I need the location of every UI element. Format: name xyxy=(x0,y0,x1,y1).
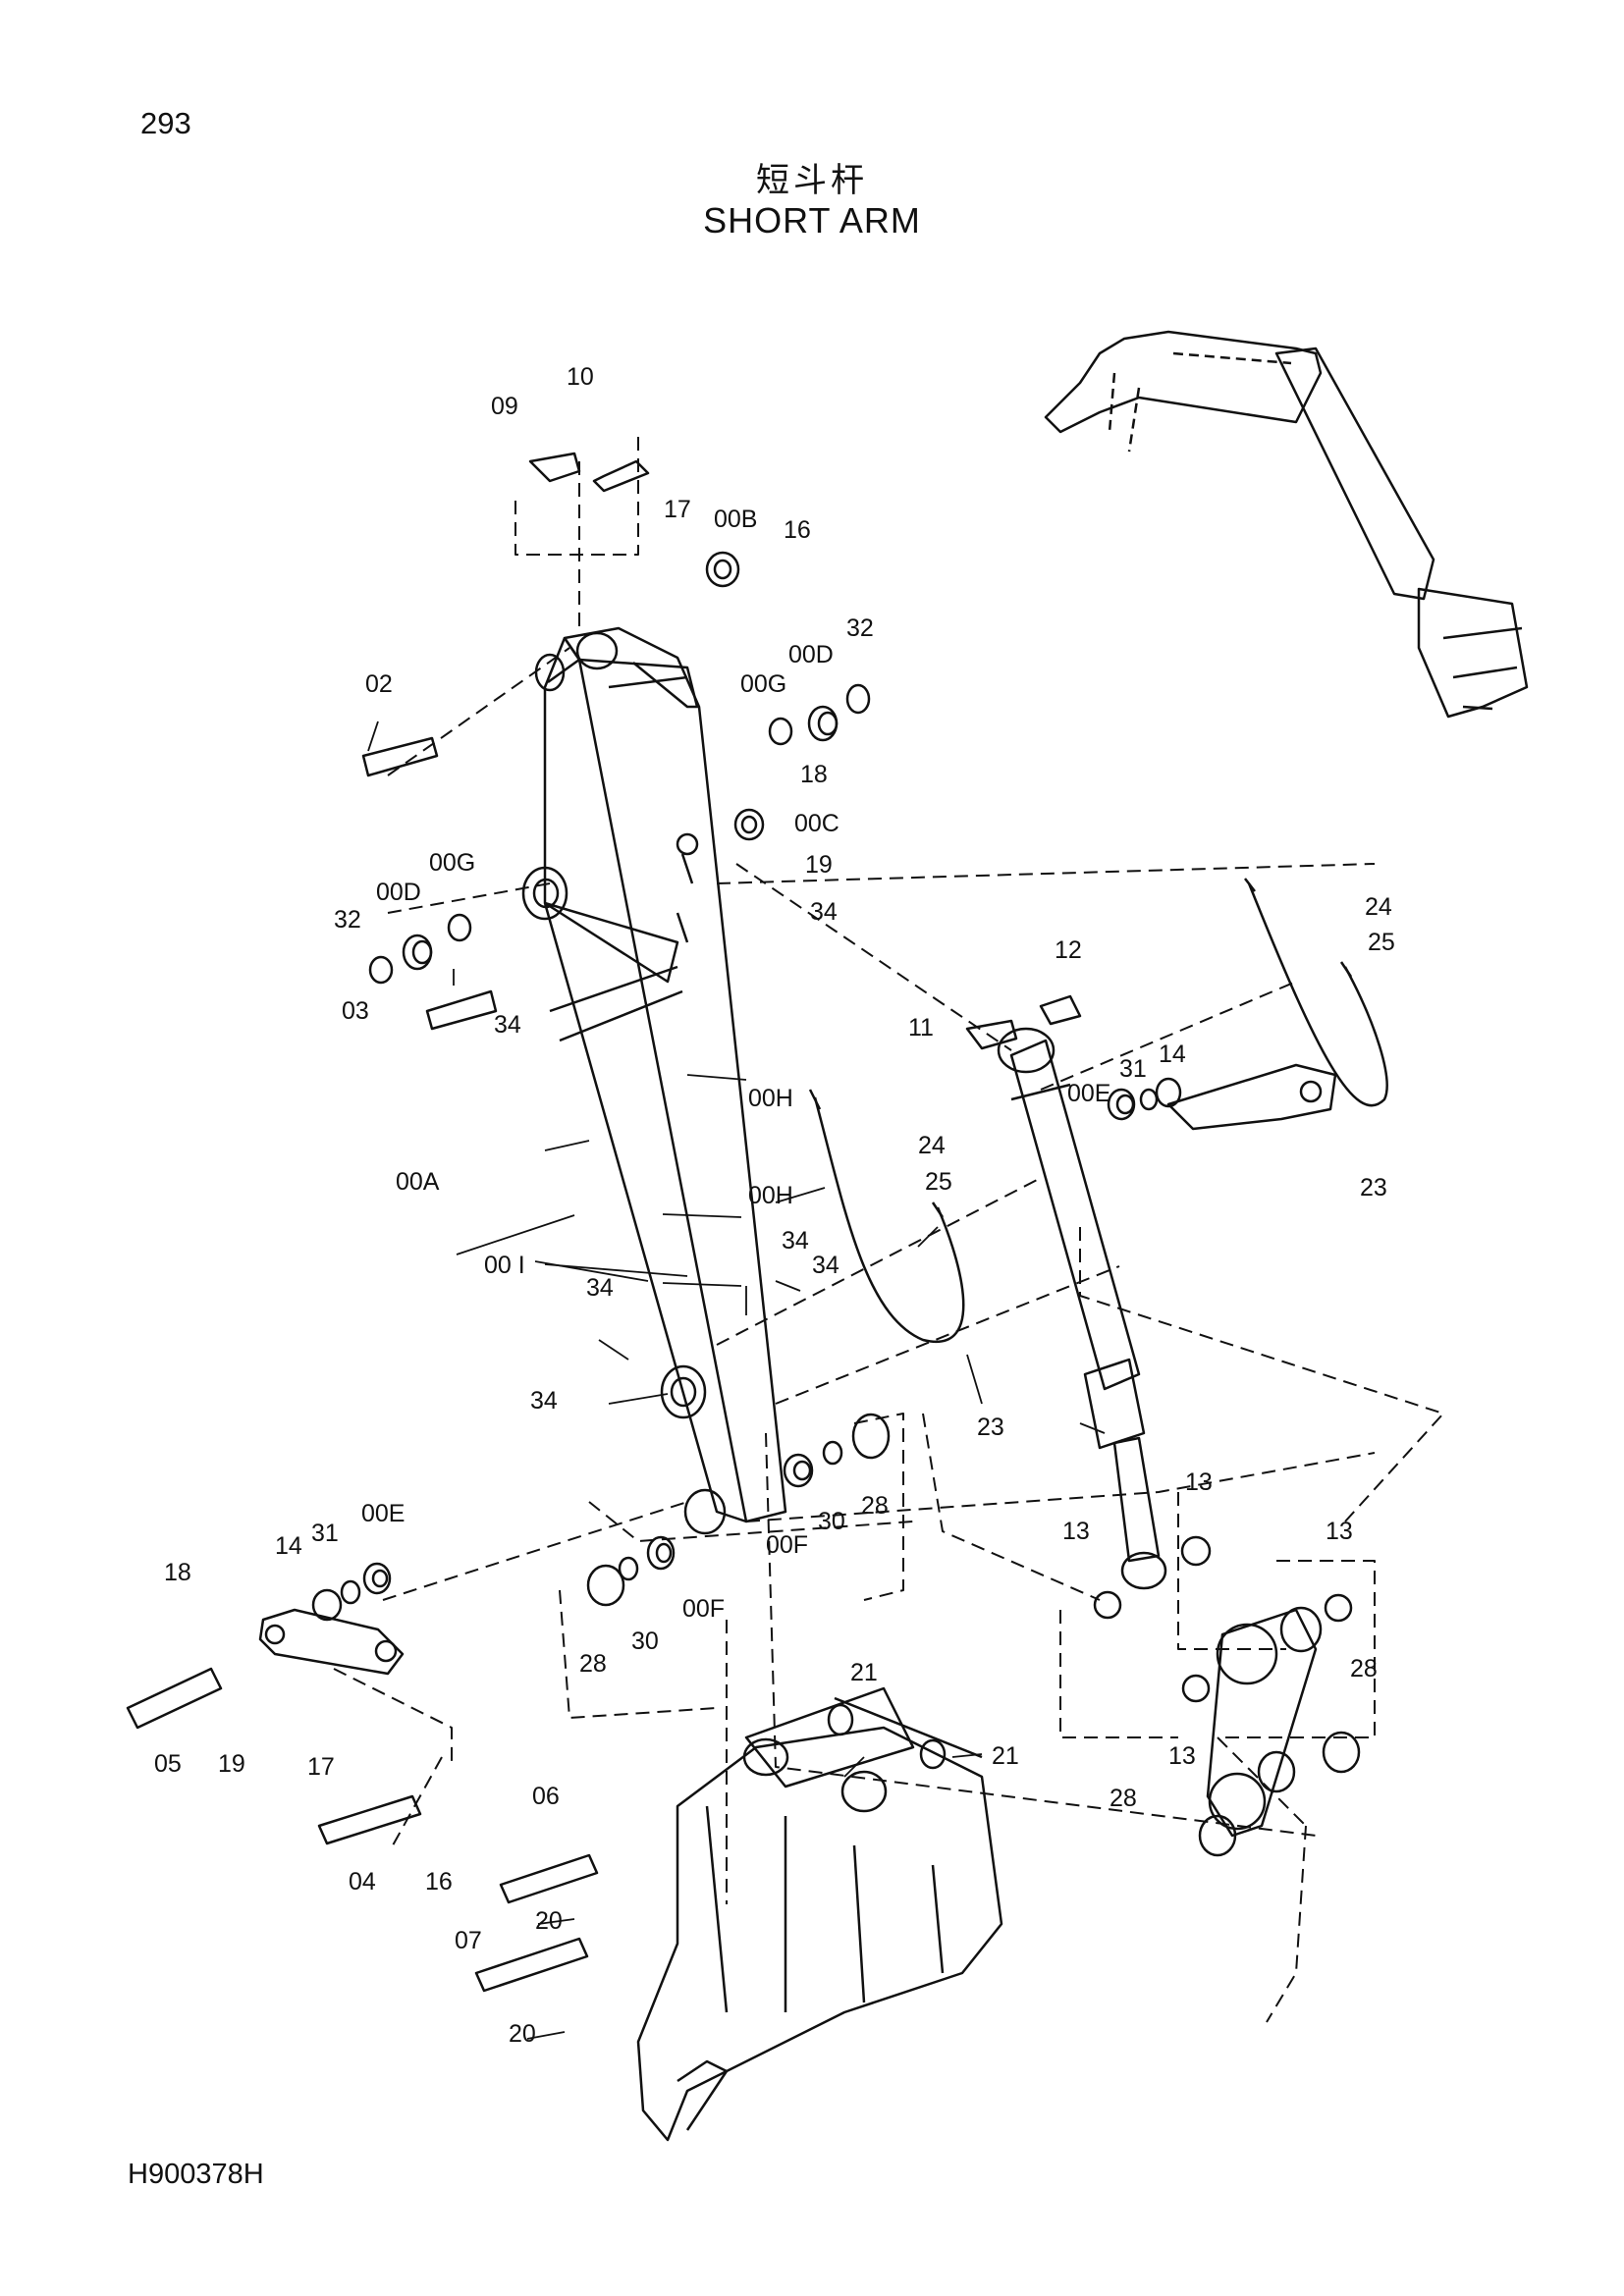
side-link-lower xyxy=(258,1608,405,1676)
callout-label: 20 xyxy=(535,1907,563,1935)
bucket-link xyxy=(1206,1606,1323,1838)
callout-label: 04 xyxy=(349,1868,376,1896)
callout-label: 17 xyxy=(664,496,691,523)
callout-label: 00F xyxy=(766,1531,808,1559)
callout-label: 23 xyxy=(977,1414,1004,1441)
callout-label: 24 xyxy=(918,1132,946,1159)
callout-label: 17 xyxy=(307,1753,335,1781)
callout-label: 34 xyxy=(494,1011,521,1039)
callout-label: 25 xyxy=(925,1168,952,1196)
hoses xyxy=(808,878,1388,1344)
callout-label: 16 xyxy=(425,1868,453,1896)
callout-label: 00A xyxy=(396,1168,440,1196)
callout-label: 28 xyxy=(579,1650,607,1678)
callout-label: 34 xyxy=(810,898,838,926)
callout-label: 19 xyxy=(218,1750,245,1778)
page-title: SHORT ARM xyxy=(703,200,921,240)
callout-label: 23 xyxy=(1360,1174,1387,1201)
callout-label: 30 xyxy=(818,1508,845,1535)
callout-label: 00F xyxy=(682,1595,725,1623)
callout-label: 13 xyxy=(1062,1518,1090,1545)
callout-label: 34 xyxy=(586,1274,614,1302)
leader-lines xyxy=(367,721,1106,2040)
callout-label: 28 xyxy=(861,1492,889,1520)
callout-label: 18 xyxy=(164,1559,191,1586)
callout-label: 00D xyxy=(376,879,421,906)
callout-label: 32 xyxy=(846,614,874,642)
page-title-chinese: 短斗杆 xyxy=(756,161,868,200)
callout-label: 13 xyxy=(1326,1518,1353,1545)
callout-label: 00B xyxy=(714,506,757,533)
callout-label: 32 xyxy=(334,906,361,934)
callout-label: 00 I xyxy=(484,1252,525,1279)
callout-label: 02 xyxy=(365,670,393,698)
arm-body xyxy=(521,626,787,1535)
rings-and-bushings xyxy=(311,452,1361,1857)
callout-label: 09 xyxy=(491,393,518,420)
callout-label: 34 xyxy=(812,1252,839,1279)
excavator-inset-illustration xyxy=(1044,330,1529,719)
callout-label: 16 xyxy=(784,516,811,544)
callout-label: 00E xyxy=(1067,1080,1110,1107)
callout-label: 03 xyxy=(342,997,369,1025)
callout-label: 31 xyxy=(311,1520,339,1547)
side-link-plate xyxy=(1166,1063,1337,1131)
callout-label: 00G xyxy=(740,670,786,698)
callout-label: 18 xyxy=(800,761,828,788)
callout-label: 21 xyxy=(850,1659,878,1686)
callout-label: 28 xyxy=(1110,1785,1137,1812)
callout-label: 21 xyxy=(992,1742,1019,1770)
callout-label: 05 xyxy=(154,1750,182,1778)
callout-labels: 09 10 17 00B 16 32 00D 00G 02 18 00C 19 … xyxy=(154,363,1395,2048)
callout-label: 19 xyxy=(805,851,833,879)
callout-label: 12 xyxy=(1055,936,1082,964)
callout-label: 00D xyxy=(788,641,834,668)
callout-label: 13 xyxy=(1185,1468,1213,1496)
callout-label: 20 xyxy=(509,2020,536,2048)
assembly-lines xyxy=(333,432,1444,2023)
callout-label: 06 xyxy=(532,1783,560,1810)
callout-label: 10 xyxy=(567,363,594,391)
callout-label: 13 xyxy=(1168,1742,1196,1770)
callout-label: 34 xyxy=(782,1227,809,1255)
callout-label: 31 xyxy=(1119,1055,1147,1083)
arm-cylinder xyxy=(997,1027,1167,1590)
callout-label: 00C xyxy=(794,810,839,837)
callout-label: 00G xyxy=(429,849,475,877)
drawing-code: H900378H xyxy=(128,2159,264,2190)
callout-label: 11 xyxy=(908,1014,934,1041)
callout-label: 24 xyxy=(1365,893,1392,921)
callout-label: 00H xyxy=(748,1085,793,1112)
callout-label: 00H xyxy=(748,1182,793,1209)
callout-label: 07 xyxy=(455,1927,482,1954)
callout-label: 30 xyxy=(631,1628,659,1655)
page-number: 293 xyxy=(140,106,191,140)
callout-label: 14 xyxy=(275,1532,302,1560)
callout-label: 00E xyxy=(361,1500,405,1527)
callout-label: 34 xyxy=(530,1387,558,1415)
callout-label: 28 xyxy=(1350,1655,1378,1682)
pins xyxy=(126,736,599,1993)
callout-label: 14 xyxy=(1159,1041,1186,1068)
callout-label: 25 xyxy=(1368,929,1395,956)
bucket xyxy=(636,1686,1003,2142)
